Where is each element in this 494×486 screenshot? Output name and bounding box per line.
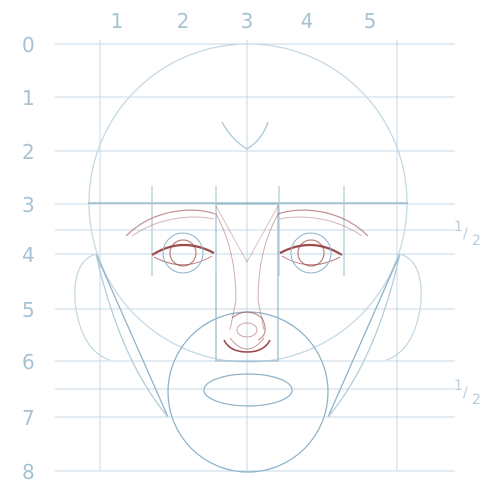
cheek-line-left	[96, 254, 168, 417]
eye-left-upper-lid	[152, 245, 214, 255]
eye-left-lower-lid	[154, 256, 212, 265]
ear-left	[75, 254, 110, 360]
column-label-5: 5	[364, 9, 377, 33]
column-label-1: 1	[111, 9, 124, 33]
eyebrow-right	[278, 210, 368, 236]
ear-right	[386, 254, 421, 360]
nostril-left	[224, 340, 247, 352]
half-mark-upper-denominator: 2	[472, 233, 481, 249]
nose-bridge-right	[258, 214, 278, 330]
half-mark-lower-denominator: 2	[472, 392, 481, 408]
eye-right-upper-lid	[280, 245, 342, 255]
row-labels: 0 1 2 3 4 5 6 7 8	[22, 33, 35, 481]
row-label-7: 7	[22, 406, 35, 430]
eye-left-pupil-ring	[163, 233, 203, 273]
row-label-5: 5	[22, 298, 35, 322]
row-label-3: 3	[22, 193, 35, 217]
eyebrow-left	[126, 210, 215, 236]
half-mark-upper: 1 / 2	[454, 219, 481, 249]
nose-tip	[232, 312, 265, 340]
half-mark-lower: 1 / 2	[454, 378, 481, 408]
column-label-4: 4	[301, 9, 314, 33]
half-mark-lower-slash: /	[463, 385, 468, 401]
half-mark-upper-numerator: 1	[454, 219, 463, 235]
eye-right-lower-lid	[282, 256, 340, 265]
hairline-mark	[222, 122, 268, 149]
row-label-4: 4	[22, 243, 35, 267]
row-label-8: 8	[22, 460, 35, 481]
mouth-ellipse	[204, 374, 292, 406]
nose-bridge-left	[216, 214, 236, 330]
column-label-2: 2	[177, 9, 190, 33]
construction-shapes	[75, 44, 421, 472]
cheek-line-right	[328, 254, 400, 417]
eye-right-pupil-ring	[291, 233, 331, 273]
eyebrow-left-lower	[132, 217, 214, 236]
row-label-6: 6	[22, 350, 35, 374]
column-label-3: 3	[241, 9, 254, 33]
half-mark-lower-numerator: 1	[454, 378, 463, 394]
eyebrow-right-lower	[280, 217, 362, 236]
horizontal-guides	[55, 44, 455, 471]
half-mark-upper-slash: /	[463, 226, 468, 242]
row-label-0: 0	[22, 33, 35, 57]
jaw-circle	[168, 312, 328, 472]
column-labels: 1 2 3 4 5	[111, 9, 377, 33]
row-label-2: 2	[22, 140, 35, 164]
row-label-1: 1	[22, 86, 35, 110]
nostril-right	[247, 340, 270, 352]
